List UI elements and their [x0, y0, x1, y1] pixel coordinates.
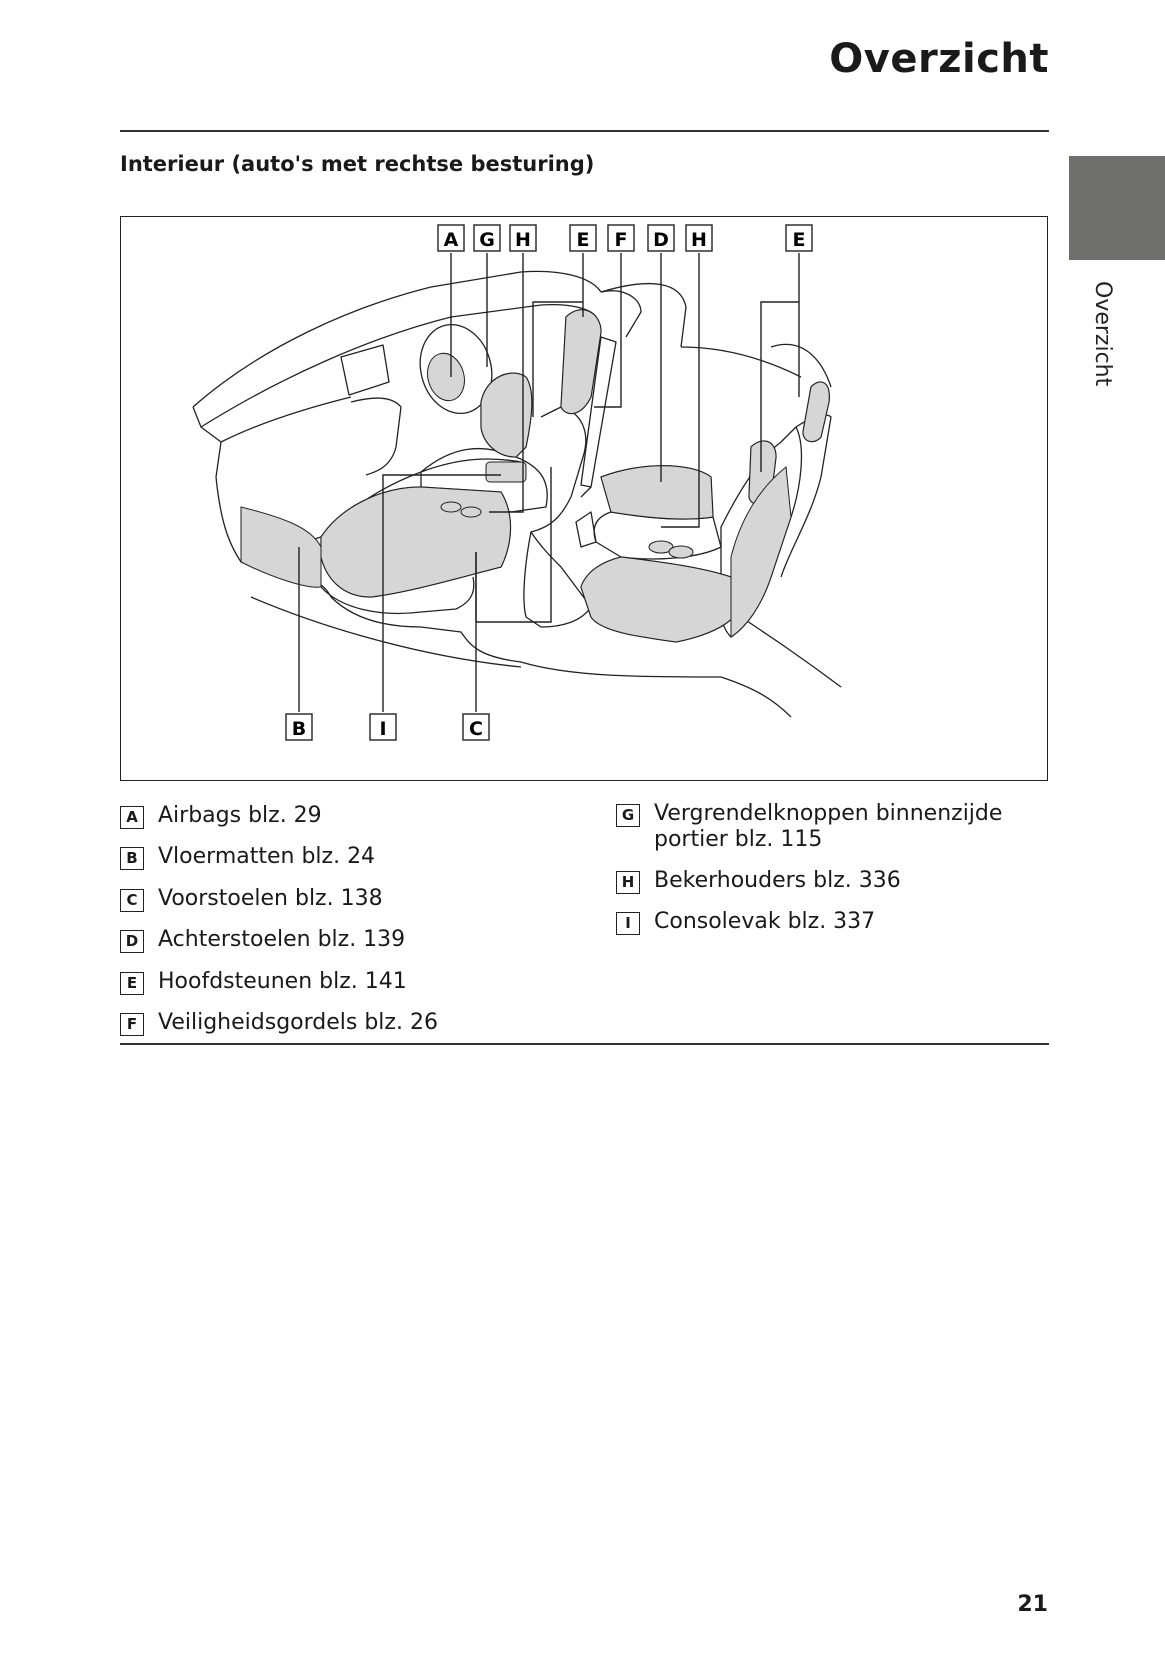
leader-lines	[298, 253, 800, 712]
callout-label: B	[292, 718, 306, 740]
legend-text: Vergrendelknoppen binnenzijde portier bl…	[654, 801, 1003, 852]
page-number: 21	[1017, 1592, 1048, 1617]
chapter-tab-label: Overzicht	[1090, 281, 1115, 387]
legend-text: Bekerhouders blz. 336	[654, 868, 901, 893]
legend-key: E	[120, 972, 144, 995]
callout-h-rear: H	[685, 224, 713, 252]
legend-item-seat-belts: F Veiligheidsgordels blz. 26	[120, 1010, 438, 1036]
callout-f: F	[607, 224, 635, 252]
legend-key: C	[120, 889, 144, 912]
callout-boxes: A G H E F D H	[285, 224, 813, 741]
legend-item-head-restraints: E Hoofdsteunen blz. 141	[120, 969, 407, 995]
callout-label: A	[444, 229, 459, 251]
callout-label: D	[653, 229, 669, 251]
interior-illustration: A G H E F D H	[120, 216, 1048, 781]
legend-text: Consolevak blz. 337	[654, 909, 876, 934]
legend-key: G	[616, 804, 640, 827]
callout-a: A	[437, 224, 465, 252]
section-divider	[120, 1043, 1049, 1045]
legend-item-front-seats: C Voorstoelen blz. 138	[120, 886, 383, 912]
callout-label: H	[515, 229, 531, 251]
car-outline	[192, 270, 842, 718]
callout-label: E	[793, 229, 806, 251]
callout-label: I	[379, 718, 386, 740]
legend-item-rear-seats: D Achterstoelen blz. 139	[120, 927, 405, 953]
legend-key: I	[616, 912, 640, 935]
callout-label: H	[691, 229, 707, 251]
callout-g: G	[473, 224, 501, 252]
callout-label: E	[577, 229, 590, 251]
callout-c: C	[462, 713, 490, 741]
legend-text: Airbags blz. 29	[158, 803, 322, 828]
highlighted-parts	[240, 309, 830, 643]
callout-e-rear: E	[785, 224, 813, 252]
callout-h-front: H	[509, 224, 537, 252]
legend-item-console-box: I Consolevak blz. 337	[616, 909, 875, 935]
legend-key: A	[120, 806, 144, 829]
page-title: Overzicht	[829, 36, 1049, 82]
callout-label: G	[479, 229, 495, 251]
chapter-tab	[1069, 156, 1165, 260]
legend-text: Achterstoelen blz. 139	[158, 927, 406, 952]
legend-key: D	[120, 930, 144, 953]
header-divider	[120, 130, 1049, 132]
legend-text: Veiligheidsgordels blz. 26	[158, 1010, 438, 1035]
legend-key: B	[120, 847, 144, 870]
callout-b: B	[285, 713, 313, 741]
section-heading: Interieur (auto's met rechtse besturing)	[120, 152, 595, 176]
legend-text: Hoofdsteunen blz. 141	[158, 969, 407, 994]
legend-item-floor-mats: B Vloermatten blz. 24	[120, 844, 375, 870]
legend-text: Vloermatten blz. 24	[158, 844, 376, 869]
interior-drawing: A G H E F D H	[192, 224, 842, 741]
legend-text: Voorstoelen blz. 138	[158, 886, 383, 911]
legend-item-cup-holders: H Bekerhouders blz. 336	[616, 868, 901, 894]
callout-e-front: E	[569, 224, 597, 252]
callout-label: C	[469, 718, 483, 740]
callout-i: I	[369, 713, 397, 741]
legend-item-door-lock-buttons: G Vergrendelknoppen binnenzijde portier …	[616, 801, 1002, 853]
callout-label: F	[615, 229, 628, 251]
legend-item-airbags: A Airbags blz. 29	[120, 803, 322, 829]
legend-key: F	[120, 1013, 144, 1036]
legend-key: H	[616, 871, 640, 894]
callout-d: D	[647, 224, 675, 252]
